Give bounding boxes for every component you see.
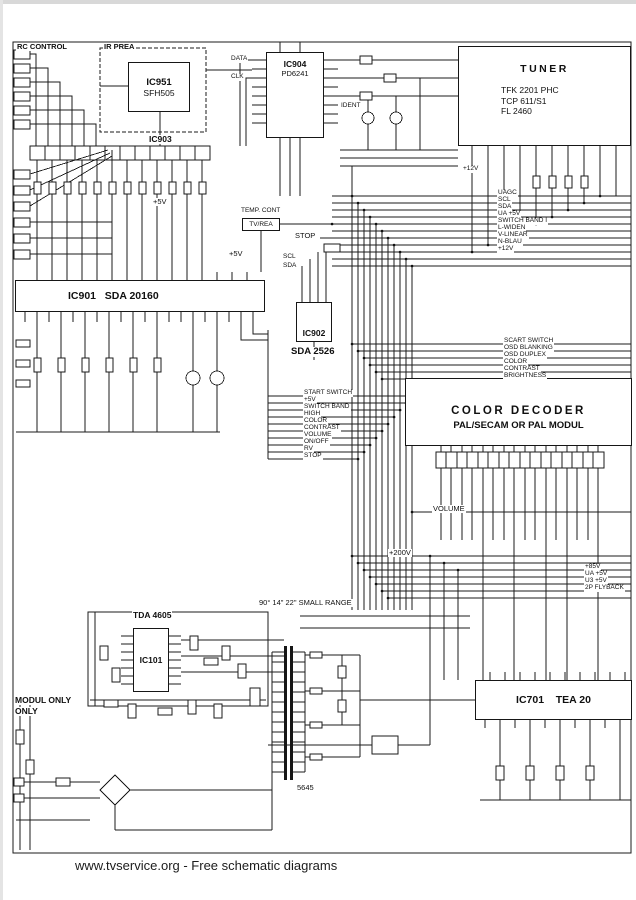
ic904-pin-clk: CLK <box>230 73 245 81</box>
transformer-label: 5645 <box>296 783 315 792</box>
bus-left-start-switch: START SWITCH <box>303 389 354 397</box>
tv-rea-box: TV/REA <box>242 218 280 231</box>
ic904-part: PD6241 <box>281 69 309 78</box>
plus200v-label: +200V <box>388 548 412 557</box>
ic951-box: IC951 SFH505 <box>128 62 190 112</box>
rail-u35v: U3 +5V <box>584 577 608 585</box>
decoder-input-osd-duplex: OSD DUPLEX <box>503 351 547 359</box>
bus-right-label-12v: +12V <box>497 245 515 253</box>
bus-left-onoff: ON/OFF <box>303 438 330 446</box>
ic901-box: IC901 SDA 20160 <box>15 280 265 312</box>
bus-right-label-switch-band: SWITCH BAND I <box>497 217 549 225</box>
plus12v-label: +12V <box>462 165 480 173</box>
scan-edge-top <box>0 0 636 4</box>
decoder-input-scart: SCART SWITCH <box>503 337 555 345</box>
sda-label: SDA <box>282 262 298 270</box>
bus-left-high: HIGH <box>303 410 322 418</box>
color-decoder-title: COLOR DECODER <box>451 405 586 417</box>
bus-left-switch-band: SWITCH BAND <box>303 403 351 411</box>
ic902-box: IC902 <box>296 302 332 342</box>
ic902-part-label: SDA 2526 <box>290 346 336 357</box>
plus5v-label-2: +5V <box>228 249 244 258</box>
scl-label: SCL <box>282 253 297 261</box>
ic951-part: SFH505 <box>143 87 175 98</box>
tuner-box: TUNER TFK 2201 PHC TCP 611/S1 FL 2460 <box>458 46 631 146</box>
ic901-label: IC901 SDA 20160 <box>68 290 159 302</box>
color-decoder-subtitle: PAL/SECAM OR PAL MODUL <box>453 420 584 431</box>
volume-label: VOLUME <box>432 504 466 513</box>
ic902-ref: IC902 <box>302 328 326 338</box>
bus-right-label-l-widen: L-WIDEN <box>497 224 527 232</box>
bus-right-label-n-blau: N-BLAU <box>497 238 523 246</box>
ir-preamp-label: IR PREA <box>103 42 136 51</box>
bus-right-label-uagc: UAGC <box>497 189 518 197</box>
tuner-title: TUNER <box>520 63 569 75</box>
ic904-box: IC904 PD6241 <box>266 52 324 138</box>
ic101-label: IC101 <box>139 655 163 665</box>
tuner-part-line3: FL 2460 <box>501 106 532 117</box>
plus5v-label-1: +5V <box>152 197 168 206</box>
tv-rea-label: TV/REA <box>249 221 273 228</box>
scan-edge-left <box>0 0 3 900</box>
ic904-ref: IC904 <box>283 59 307 69</box>
tuner-part-numbers: TFK 2201 PHC TCP 611/S1 FL 2460 <box>501 85 559 117</box>
rail-ua5v: UA +5V <box>584 570 609 578</box>
bus-right-label-scl: SCL <box>497 196 512 204</box>
ic904-pin-data: DATA <box>230 55 249 63</box>
rail-flyback: 2P FLYBACK <box>584 584 625 592</box>
ic904-pin-ident: IDENT <box>340 102 362 110</box>
temp-cont-label: TEMP. CONT <box>240 207 282 215</box>
bus-left-contrast: CONTRAST <box>303 424 341 432</box>
tuner-part-line2: TCP 611/S1 <box>501 95 547 106</box>
bus-right-label-ua5v: UA +5V <box>497 210 522 218</box>
bus-right-label-sda: SDA <box>497 203 513 211</box>
bus-left-rv: RV <box>303 445 314 453</box>
tda4605-label: TDA 4605 <box>132 610 173 620</box>
ic101-box: IC101 <box>133 628 169 692</box>
bus-left-5v: +5V <box>303 396 317 404</box>
color-decoder-box: COLOR DECODER PAL/SECAM OR PAL MODUL <box>405 378 632 446</box>
rail-85v: +85V <box>584 563 602 571</box>
decoder-input-color: COLOR <box>503 358 529 366</box>
ic951-ref: IC951 <box>146 76 172 88</box>
rc-control-label: RC CONTROL <box>16 42 68 51</box>
decoder-input-brightness: BRIGHTNESS <box>503 372 548 380</box>
ic903-label: IC903 <box>148 134 173 144</box>
ic701-label: IC701 TEA 20 <box>516 694 591 706</box>
stop-label: STOP <box>294 231 317 240</box>
ic701-box: IC701 TEA 20 <box>475 680 632 720</box>
bus-left-stop: STOP <box>303 452 323 460</box>
modul-only-label-1: MODUL ONLY <box>14 695 73 705</box>
bus-left-color: COLOR <box>303 417 329 425</box>
decoder-input-osd-blanking: OSD BLANKING <box>503 344 554 352</box>
modul-only-label-2: ONLY <box>14 706 39 716</box>
tuner-part-line1: TFK 2201 PHC <box>501 85 559 95</box>
bus-right-label-v-linear: V-LINEAR <box>497 231 529 239</box>
site-caption: www.tvservice.org - Free schematic diagr… <box>75 858 338 873</box>
crt-range-label: 90° 14" 22" SMALL RANGE <box>258 598 353 607</box>
decoder-input-contrast: CONTRAST <box>503 365 541 373</box>
bus-left-volume: VOLUME <box>303 431 333 439</box>
